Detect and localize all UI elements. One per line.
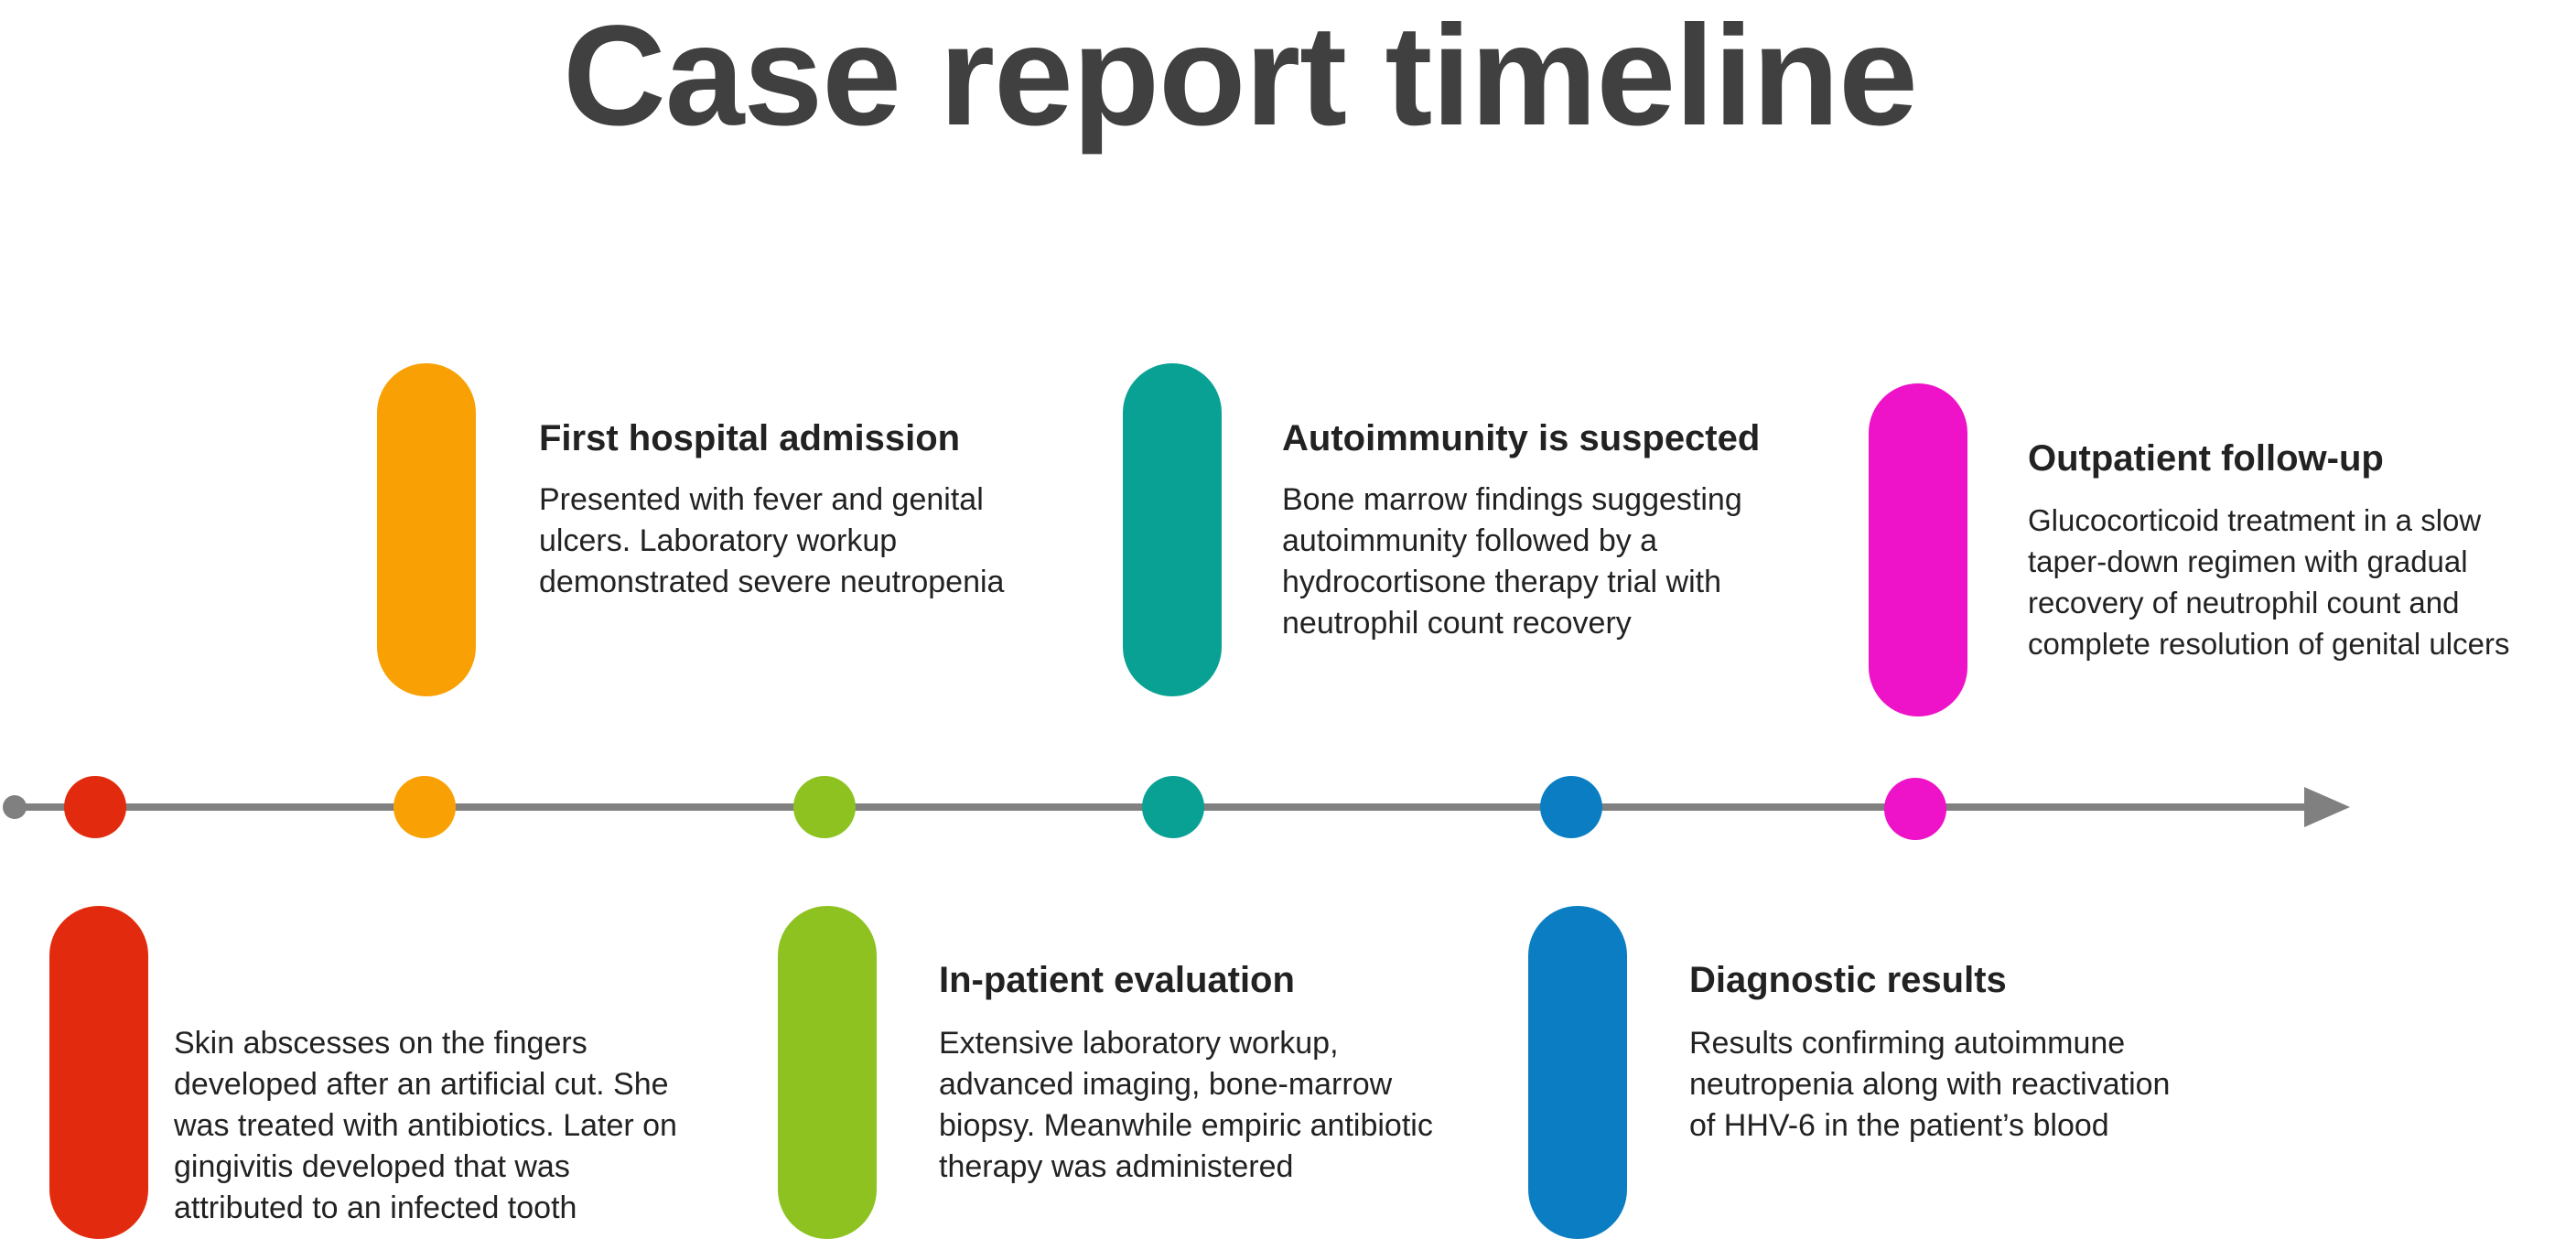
event-text-first-admission: Presented with fever and genital ulcers.… (539, 482, 1005, 599)
event-heading-first-admission: First hospital admission (539, 418, 961, 458)
event-pill-diagnostic-results (1528, 906, 1627, 1239)
milestone-marker-4 (1142, 776, 1204, 838)
event-heading-in-patient-evaluation: In-patient evaluation (939, 960, 1295, 1000)
timeline-start-dot (3, 795, 27, 819)
milestone-marker-3 (793, 776, 856, 838)
event-text-outpatient: Glucocorticoid treatment in a slow taper… (2028, 503, 2510, 661)
event-pill-skin-abscesses (49, 906, 148, 1239)
event-heading-outpatient: Outpatient follow-up (2028, 438, 2384, 479)
diagram-title: Case report timeline (563, 0, 1918, 156)
event-pill-outpatient (1869, 383, 1967, 716)
event-pill-first-admission (377, 363, 476, 696)
event-heading-autoimmunity: Autoimmunity is suspected (1282, 418, 1761, 458)
event-heading-diagnostic-results: Diagnostic results (1689, 960, 2007, 1000)
milestone-marker-1 (64, 776, 126, 838)
milestone-marker-6 (1884, 778, 1946, 840)
event-pill-in-patient-evaluation (778, 906, 877, 1239)
event-text-in-patient-evaluation: Extensive laboratory workup, advanced im… (939, 1026, 1433, 1184)
event-text-diagnostic-results: Results confirming autoimmune neutropeni… (1689, 1026, 2171, 1143)
timeline-arrowhead (2304, 787, 2350, 827)
milestone-marker-2 (393, 776, 456, 838)
event-pill-autoimmunity (1123, 363, 1222, 696)
event-text-skin-abscesses: Skin abscesses on the fingers developed … (174, 1026, 677, 1225)
event-text-autoimmunity: Bone marrow findings suggesting autoimmu… (1282, 482, 1742, 641)
milestone-marker-5 (1540, 776, 1602, 838)
